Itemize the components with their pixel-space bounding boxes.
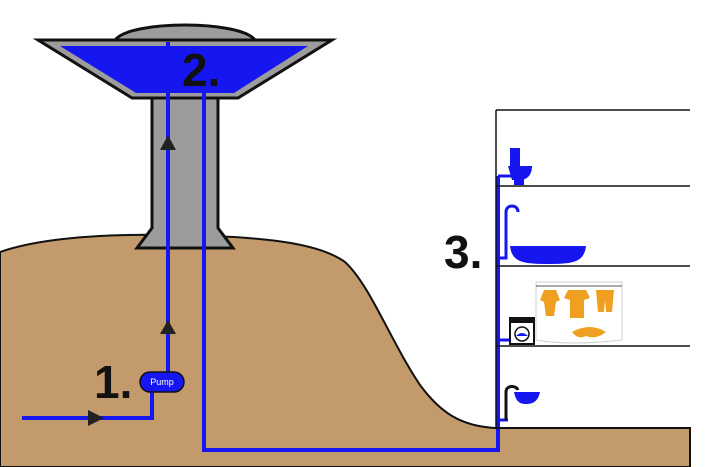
- toilet-icon: [498, 148, 532, 185]
- tower-water: [60, 46, 308, 93]
- pump-label: Pump: [150, 377, 174, 387]
- sink-icon: [498, 385, 540, 422]
- building: [495, 109, 690, 429]
- ground-hill: [0, 233, 691, 467]
- laundry-clothes-icon: [535, 281, 623, 344]
- inflow-pipe: [22, 392, 154, 420]
- step-3-label: 3.: [444, 226, 482, 278]
- arrow-up-lower: [160, 320, 176, 334]
- step-2-label: 2.: [182, 44, 220, 96]
- pump: [139, 371, 185, 393]
- washing-machine-icon: [498, 317, 535, 345]
- arrow-right: [88, 410, 104, 426]
- water-tower-stem: [134, 96, 236, 250]
- step-1-label: 1.: [94, 356, 132, 408]
- distribution-pipe: [202, 92, 500, 452]
- arrow-up-upper: [160, 135, 176, 150]
- bathtub-icon: [498, 204, 586, 264]
- water-tower-dome: [111, 23, 259, 42]
